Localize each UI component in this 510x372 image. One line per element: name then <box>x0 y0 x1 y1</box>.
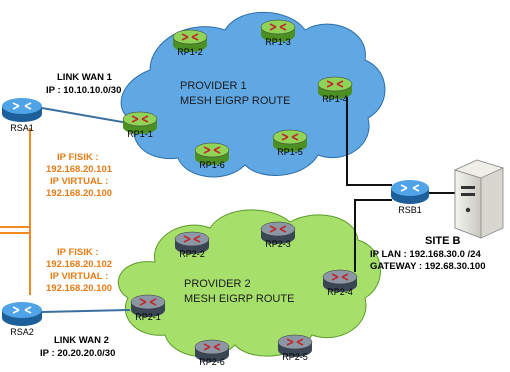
router-arrows-icon <box>331 273 349 281</box>
router-arrows-icon <box>203 146 221 154</box>
router-rp2-1[interactable]: RP2-1 <box>130 294 166 322</box>
provider-1-title: PROVIDER 1 MESH EIGRP ROUTE <box>180 80 290 107</box>
svg-text:MESH EIGRP ROUTE: MESH EIGRP ROUTE <box>180 95 290 107</box>
rsa2-ip-virtual-value: 192.168.20.100 <box>46 283 112 294</box>
router-label-rp2-3: RP2-3 <box>265 239 291 249</box>
router-rp2-3[interactable]: RP2-3 <box>260 221 296 249</box>
router-rp1-3[interactable]: RP1-3 <box>260 19 296 47</box>
router-arrows-icon <box>181 33 199 41</box>
router-rp2-5[interactable]: RP2-5 <box>277 334 313 362</box>
rsa1-ip-virtual-value: 192.168.20.100 <box>46 188 112 199</box>
svg-text:PROVIDER 1: PROVIDER 1 <box>180 80 247 92</box>
router-arrows-icon <box>12 102 32 110</box>
wan1-link <box>41 107 129 124</box>
site-b-gateway: GATEWAY : 192.68.30.100 <box>370 261 485 272</box>
rsa1-router[interactable]: RSA1 <box>2 98 42 133</box>
wan1-title: LINK WAN 1 <box>57 72 113 83</box>
links <box>0 95 455 313</box>
rsa2-ip-virtual-label: IP VIRTUAL : <box>50 271 108 282</box>
router-arrows-icon <box>400 184 420 192</box>
router-rp1-2[interactable]: RP1-2 <box>172 29 208 57</box>
router-label-rp1-3: RP1-3 <box>265 37 291 47</box>
router-arrows-icon <box>203 343 221 351</box>
router-label-rp1-2: RP1-2 <box>177 47 203 57</box>
svg-text:PROVIDER 2: PROVIDER 2 <box>184 278 251 290</box>
wan1-ip: IP : 10.10.10.0/30 <box>46 85 121 96</box>
router-label-rp1-1: RP1-1 <box>127 129 153 139</box>
site-b-title: SITE B <box>425 235 461 247</box>
router-label-rp2-2: RP2-2 <box>179 249 205 259</box>
rsa1-label: RSA1 <box>10 123 34 133</box>
rp2-4-to-rsb1-link <box>354 199 392 272</box>
router-arrows-icon <box>139 298 157 306</box>
rsa1-ip-fisik-value: 192.168.20.101 <box>46 164 113 175</box>
rsa2-label: RSA2 <box>10 327 34 337</box>
router-label-rp2-6: RP2-6 <box>199 357 225 367</box>
provider-2-title: PROVIDER 2 MESH EIGRP ROUTE <box>184 278 294 305</box>
site-b-ip-lan: IP LAN : 192.168.30.0 /24 <box>370 249 481 260</box>
router-arrows-icon <box>281 133 299 141</box>
router-arrows-icon <box>12 306 32 314</box>
router-rp1-1[interactable]: RP1-1 <box>122 111 158 139</box>
router-rp1-5[interactable]: RP1-5 <box>272 129 308 157</box>
router-rp2-6[interactable]: RP2-6 <box>194 339 230 367</box>
rsa2-ip-fisik-value: 192.168.20.102 <box>46 259 112 270</box>
rsb1-label: RSB1 <box>398 205 422 215</box>
wan2-link <box>41 309 131 313</box>
wan2-ip: IP : 20.20.20.0/30 <box>40 348 115 359</box>
router-label-rp2-4: RP2-4 <box>327 287 353 297</box>
router-label-rp1-6: RP1-6 <box>199 160 225 170</box>
router-arrows-icon <box>269 225 287 233</box>
rp1-4-to-rsb1-link <box>346 95 392 186</box>
router-arrows-icon <box>269 23 287 31</box>
rsb1-router[interactable]: RSB1 <box>391 180 429 215</box>
router-rp1-6[interactable]: RP1-6 <box>194 142 230 170</box>
wan2-title: LINK WAN 2 <box>54 335 109 346</box>
rsa2-ip-fisik-label: IP FISIK : <box>57 247 99 258</box>
server-icon[interactable] <box>453 159 505 239</box>
provider-1-cloud <box>120 11 386 178</box>
router-label-rp2-1: RP2-1 <box>135 312 161 322</box>
rsa1-ip-fisik-label: IP FISIK : <box>57 152 99 163</box>
rsa1-ip-virtual-label: IP VIRTUAL : <box>50 176 108 187</box>
router-rp2-4[interactable]: RP2-4 <box>322 269 358 297</box>
router-rp2-2[interactable]: RP2-2 <box>174 231 210 259</box>
router-rp1-4[interactable]: RP1-4 <box>317 76 353 104</box>
router-arrows-icon <box>326 80 344 88</box>
router-arrows-icon <box>286 338 304 346</box>
router-label-rp2-5: RP2-5 <box>282 352 308 362</box>
rsa2-router[interactable]: RSA2 <box>2 302 42 337</box>
router-arrows-icon <box>183 235 201 243</box>
svg-text:MESH EIGRP ROUTE: MESH EIGRP ROUTE <box>184 293 294 305</box>
router-arrows-icon <box>131 115 149 123</box>
router-label-rp1-5: RP1-5 <box>277 147 303 157</box>
router-label-rp1-4: RP1-4 <box>322 94 348 104</box>
